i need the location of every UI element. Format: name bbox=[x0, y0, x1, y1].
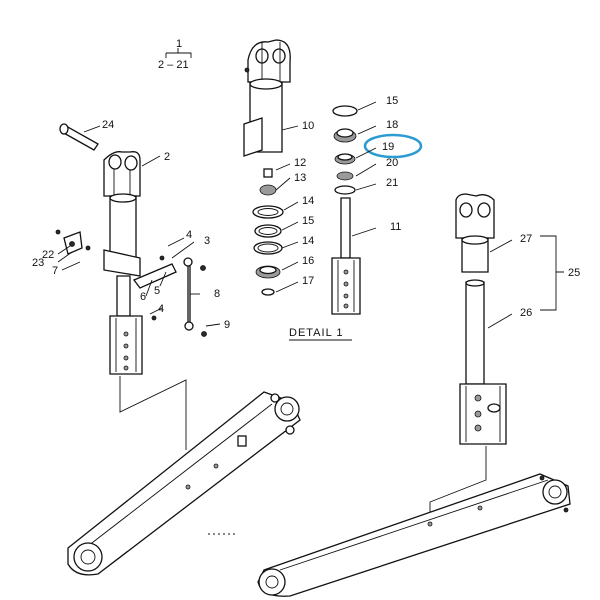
callout-15b: 15 bbox=[386, 95, 398, 107]
callout-11: 11 bbox=[390, 221, 401, 233]
lift-rod-left bbox=[103, 151, 143, 375]
callout-25: 25 bbox=[568, 267, 580, 279]
connector-left bbox=[119, 376, 187, 450]
assembly-header: 1 2 – 21 bbox=[158, 38, 192, 71]
cylinder-part-10 bbox=[243, 39, 291, 157]
callout-14b: 14 bbox=[302, 235, 314, 247]
callout-19: 19 bbox=[382, 141, 394, 153]
pin-part-24 bbox=[59, 123, 99, 151]
callout-21: 21 bbox=[386, 177, 398, 189]
check-rod-part-8 bbox=[183, 257, 207, 337]
callout-17: 17 bbox=[302, 275, 314, 287]
callout-13: 13 bbox=[294, 172, 306, 184]
highlight-ring bbox=[363, 133, 423, 159]
lever-part-5 bbox=[132, 255, 177, 321]
lower-link-right bbox=[257, 473, 571, 597]
callout-26: 26 bbox=[520, 307, 532, 319]
callout-22: 22 bbox=[42, 249, 54, 261]
callout-15a: 15 bbox=[302, 215, 314, 227]
callout-27: 27 bbox=[520, 233, 532, 245]
leader-lines bbox=[57, 101, 564, 329]
callout-12: 12 bbox=[294, 157, 306, 169]
top-link-right bbox=[455, 193, 507, 445]
callout-labels: 24 2 22 23 7 4 3 6 5 8 4 9 10 12 13 14 1… bbox=[32, 95, 580, 331]
callout-8: 8 bbox=[214, 288, 220, 300]
callout-16: 16 bbox=[302, 255, 314, 267]
lower-link-left bbox=[67, 391, 301, 576]
callout-24: 24 bbox=[102, 119, 114, 131]
callout-23: 23 bbox=[32, 257, 44, 269]
callout-20: 20 bbox=[386, 157, 398, 169]
callout-2: 2 bbox=[164, 151, 170, 163]
callout-7: 7 bbox=[52, 265, 58, 277]
detail-rod-part-11 bbox=[331, 105, 361, 315]
assembly-index: 1 bbox=[176, 38, 182, 50]
callout-5: 5 bbox=[154, 285, 160, 297]
bracket-part-23 bbox=[55, 229, 91, 255]
callout-9: 9 bbox=[224, 319, 230, 331]
callout-10: 10 bbox=[302, 120, 314, 132]
callout-4a: 4 bbox=[186, 229, 192, 241]
callout-18: 18 bbox=[386, 119, 398, 131]
assembly-range: 2 – 21 bbox=[158, 59, 189, 71]
callout-4b: 4 bbox=[158, 303, 164, 315]
callout-14a: 14 bbox=[302, 195, 314, 207]
callout-6: 6 bbox=[140, 291, 146, 303]
connector-right bbox=[429, 446, 487, 512]
detail-caption: DETAIL 1 bbox=[289, 327, 343, 339]
seal-stack bbox=[252, 168, 284, 296]
callout-3: 3 bbox=[204, 235, 210, 247]
